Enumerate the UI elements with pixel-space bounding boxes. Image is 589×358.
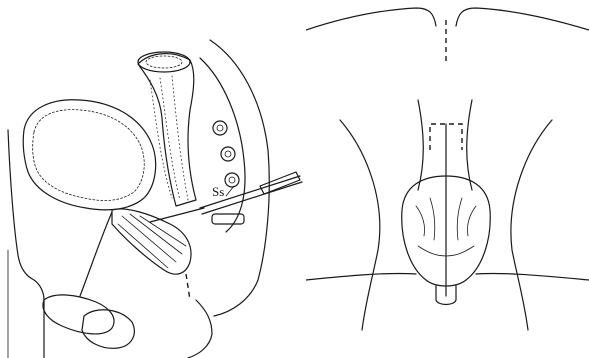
right-buttock-outline [511,120,552,330]
suture-clip [212,214,244,224]
upper-back-contour-left [306,8,436,30]
label-ss: Ss [212,184,224,199]
perineal-view-illustration [306,0,589,358]
perineal-view-drawing [306,0,589,358]
buttock-outline [188,300,212,358]
right-thigh-contour [476,273,589,280]
bladder-inner-wall [33,110,145,201]
scrotum-outline [82,310,134,349]
urethra-line [80,212,112,296]
sacral-plexus-clusters [213,121,239,187]
sagittal-pelvis-drawing: Ss [0,0,306,358]
gluteal-cleft-right [467,100,472,190]
left-buttock-outline [340,120,380,330]
incision-dashed-line [186,274,190,300]
penis-outline [43,295,114,334]
sagittal-pelvis-illustration: Ss [0,0,306,358]
gluteal-cleft-left [418,100,423,190]
label-ss-leader [226,186,234,196]
upper-back-contour-right [456,8,589,30]
bladder-outline [23,100,155,210]
left-thigh-contour [306,273,416,280]
